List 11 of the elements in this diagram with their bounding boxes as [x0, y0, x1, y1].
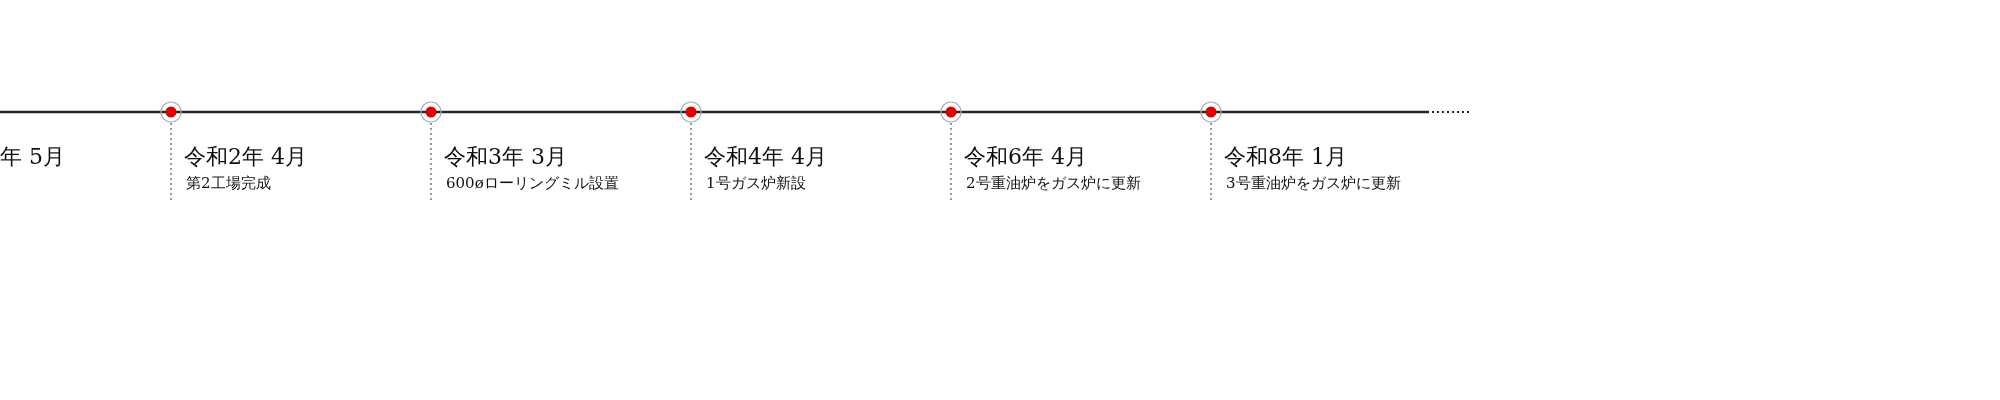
event-text: 600øローリングミル設置 [446, 174, 619, 193]
event-text: 2号重油炉をガス炉に更新 [966, 174, 1141, 193]
event-text: 第2工場完成 [186, 174, 271, 193]
event-text: 1号ガス炉新設 [706, 174, 806, 193]
date-label: 令和4年 4月 [704, 143, 827, 171]
date-label: 年 5月 [0, 143, 65, 171]
event-text: 3号重油炉をガス炉に更新 [1226, 174, 1401, 193]
date-label: 令和8年 1月 [1224, 143, 1347, 171]
date-label: 令和6年 4月 [964, 143, 1087, 171]
date-label: 令和3年 3月 [444, 143, 567, 171]
date-label: 令和2年 4月 [184, 143, 307, 171]
